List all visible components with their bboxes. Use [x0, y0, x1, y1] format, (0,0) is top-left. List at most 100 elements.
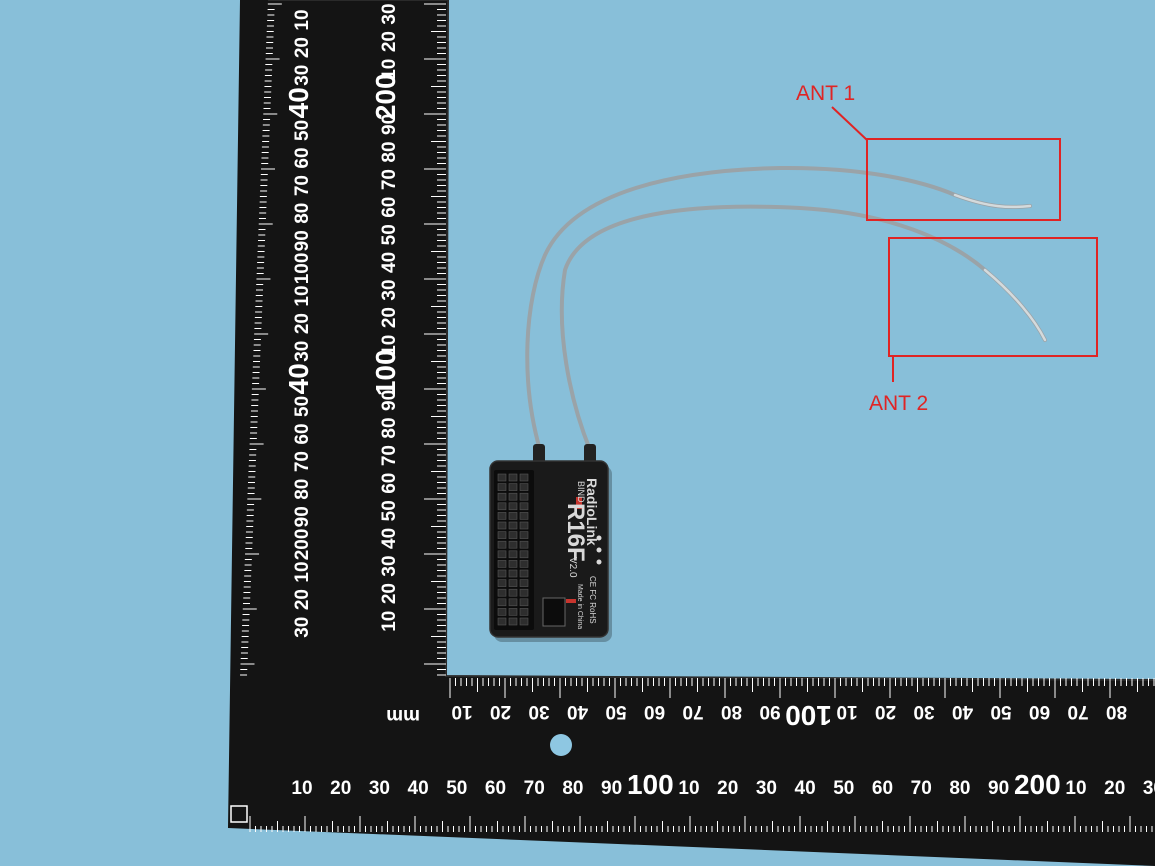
ruler-hole: [550, 734, 572, 756]
ruler-body-edge: [268, 0, 1155, 681]
receiver-pin: [508, 598, 518, 607]
receiver-pin: [508, 617, 518, 626]
receiver-pin: [497, 512, 507, 520]
ruler-label: 30: [369, 778, 390, 799]
ruler-label: 50: [605, 701, 626, 722]
receiver-led-red-2: [566, 599, 576, 603]
receiver-pin: [497, 617, 507, 626]
receiver-indicator-3: [596, 559, 602, 565]
ruler-label: 40: [379, 252, 400, 273]
ruler-label: 30: [292, 617, 313, 638]
ruler-label: 50: [833, 778, 854, 799]
ruler-label: 90: [601, 778, 622, 799]
ruler-label: 60: [485, 778, 506, 799]
ruler-label: 60: [872, 778, 893, 799]
ruler-label: 200: [370, 73, 401, 120]
ruler-label: 50: [446, 778, 467, 799]
ruler-label: 10: [292, 9, 313, 30]
receiver-pin: [519, 473, 529, 482]
ruler-label: 70: [911, 778, 932, 799]
ruler-label: 10: [292, 285, 313, 306]
receiver-brand: RadioLink: [584, 478, 600, 546]
receiver-pin: [508, 502, 518, 511]
antenna-2-tip: [983, 268, 1047, 342]
ruler-label: 60: [292, 423, 313, 444]
ruler-label: 90: [988, 778, 1009, 799]
receiver-pin: [508, 588, 518, 597]
receiver-pin: [508, 550, 518, 559]
receiver-pin: [497, 492, 507, 501]
horizontal-ruler-ticks-outer: [249, 816, 1153, 832]
ruler-label: 20: [292, 313, 313, 334]
ruler-label: 10: [379, 59, 400, 80]
receiver-led-red: [576, 497, 582, 509]
ruler-label: 80: [562, 778, 583, 799]
receiver-pin: [497, 540, 507, 549]
ant2-label: ANT 2: [869, 392, 928, 415]
receiver-pin: [497, 598, 507, 607]
ruler-label: 10: [451, 701, 472, 722]
ruler-label: 20: [379, 583, 400, 604]
receiver-bind-label: BIND: [576, 481, 586, 503]
ruler-label: 90: [379, 114, 400, 135]
ruler-label: 40: [795, 778, 816, 799]
ruler-label: 70: [524, 778, 545, 799]
ruler-label: 10: [836, 701, 857, 722]
receiver-pin: [519, 598, 529, 607]
ruler-label: 20: [875, 701, 896, 722]
receiver-pin: [497, 531, 507, 539]
ant2-highlight-box: [888, 237, 1098, 357]
ruler-label: 30: [1143, 778, 1155, 799]
ruler-label: 20: [490, 701, 511, 722]
ruler-label: 40: [567, 701, 588, 722]
ruler-label: 20: [1104, 778, 1125, 799]
ruler-label: 80: [292, 203, 313, 224]
ruler-label: 80: [1106, 701, 1127, 722]
ruler-label: 100: [292, 253, 313, 285]
ruler-label: 70: [682, 701, 703, 722]
receiver-pin: [497, 579, 507, 587]
ruler-label: 60: [379, 197, 400, 218]
receiver-pin: [508, 560, 518, 568]
horizontal-ruler-ticks-inner: [449, 678, 1155, 698]
ruler-label: 10: [291, 778, 312, 799]
receiver-version: V2.0: [567, 557, 578, 578]
ruler-label: 10: [292, 561, 313, 582]
ruler-label: 20: [717, 778, 738, 799]
ruler-label: 80: [379, 141, 400, 162]
ruler-label: 30: [913, 701, 934, 722]
ruler-label: 30: [379, 3, 400, 24]
receiver-pin: [508, 492, 518, 501]
ruler-label: 90: [292, 506, 313, 527]
antenna-2-base: [584, 444, 596, 464]
ruler-label: 90: [759, 701, 780, 722]
ruler-label: 100: [627, 769, 674, 800]
receiver-pin: [508, 512, 518, 520]
ruler-label: 50: [292, 120, 313, 141]
ruler-label: 80: [949, 778, 970, 799]
ruler-label: 80: [379, 417, 400, 438]
l-ruler: 30 10 20 20 10 30 200 40 90 50 80 60 70 70 60 80 50 90 40 1…: [228, 0, 1155, 866]
receiver-pin: [508, 521, 518, 530]
ruler-label: 30: [528, 701, 549, 722]
ruler-label: 50: [292, 396, 313, 417]
ruler-label: 60: [292, 147, 313, 168]
receiver-pin: [497, 521, 507, 530]
ruler-label: 40: [952, 701, 973, 722]
ruler-label: 20: [330, 778, 351, 799]
ruler-label: 90: [292, 230, 313, 251]
ruler-label: 20: [292, 37, 313, 58]
receiver-pin: [519, 492, 529, 501]
ruler-label: 70: [379, 169, 400, 190]
receiver-pin: [497, 550, 507, 559]
ruler-label: 100: [370, 349, 401, 396]
receiver-pin: [508, 608, 518, 616]
receiver-pin: [519, 569, 529, 578]
ruler-label: 30: [379, 555, 400, 576]
receiver-pin: [508, 579, 518, 587]
receiver-pin: [519, 550, 529, 559]
receiver-pin: [519, 512, 529, 520]
ruler-label: 40: [283, 87, 314, 118]
